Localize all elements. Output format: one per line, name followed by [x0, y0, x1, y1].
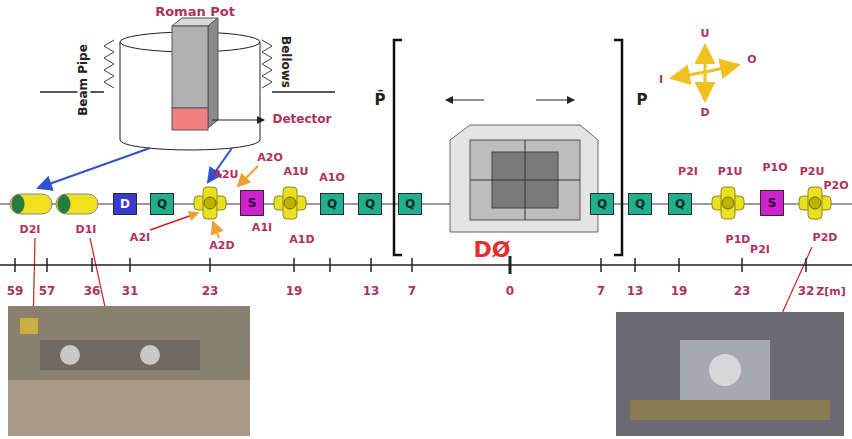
part-label: A2I: [130, 232, 150, 244]
magnet-box: Q: [590, 193, 614, 215]
axis-number: 57: [39, 285, 56, 298]
part-label: Bellows: [278, 36, 291, 88]
part-label: U: [701, 28, 710, 40]
magnet-letter: Q: [327, 197, 337, 211]
part-label: A2U: [213, 169, 238, 181]
magnet-letter: D: [120, 197, 130, 211]
part-label: A1I: [252, 222, 272, 234]
part-label: I: [659, 74, 663, 86]
axis-number: 23: [734, 285, 751, 298]
part-label: P2U: [800, 166, 825, 178]
axis-number: 7: [408, 285, 416, 298]
axis-number: 7: [597, 285, 605, 298]
part-label: A1O: [319, 172, 345, 184]
axis-number: 23: [202, 285, 219, 298]
part-label: O: [747, 54, 756, 66]
part-label: P1D: [726, 234, 751, 246]
axis-number: 31: [122, 285, 139, 298]
magnet-letter: S: [248, 196, 257, 210]
axis-number: 19: [671, 285, 688, 298]
magnet-letter: Q: [635, 197, 645, 211]
part-label: A1D: [289, 234, 314, 246]
part-label: Detector: [273, 113, 332, 126]
part-label: P1O: [762, 162, 787, 174]
part-label: D: [700, 107, 709, 119]
part-label: D2I: [20, 224, 41, 236]
axis-number: 59: [7, 285, 24, 298]
part-label: P2I: [750, 244, 770, 256]
magnet-box: Q: [628, 193, 652, 215]
part-label: P: [637, 92, 648, 109]
part-label: A2D: [209, 240, 234, 252]
magnet-box: Q: [668, 193, 692, 215]
part-label: P1U: [718, 166, 743, 178]
magnet-box: S: [760, 190, 784, 216]
axis-number: 0: [506, 285, 514, 298]
magnet-letter: Q: [157, 197, 167, 211]
magnet-box: Q: [358, 193, 382, 215]
axis-number: 13: [363, 285, 380, 298]
magnet-box: S: [240, 190, 264, 216]
part-label: P2O: [823, 180, 848, 192]
axis-number: Z[m]: [816, 286, 846, 298]
axis-number: 32: [798, 285, 815, 298]
part-label: P2D: [813, 232, 838, 244]
magnet-box: D: [113, 193, 137, 215]
part-label: P̄: [375, 92, 386, 109]
magnet-letter: Q: [597, 197, 607, 211]
magnet-letter: Q: [405, 197, 415, 211]
part-label: A2O: [257, 152, 283, 164]
axis-number: 19: [286, 285, 303, 298]
part-label: Roman Pot: [155, 5, 235, 19]
part-label: DØ: [474, 238, 511, 262]
part-label: D1I: [76, 224, 97, 236]
magnet-box: Q: [398, 193, 422, 215]
part-label: A1U: [283, 166, 308, 178]
part-label: P2I: [678, 166, 698, 178]
magnet-letter: Q: [365, 197, 375, 211]
magnet-letter: S: [768, 196, 777, 210]
magnet-letter: Q: [675, 197, 685, 211]
axis-number: 13: [627, 285, 644, 298]
axis-number: 36: [84, 285, 101, 298]
magnet-box: Q: [320, 193, 344, 215]
magnet-box: Q: [150, 193, 174, 215]
part-label: Beam Pipe: [77, 42, 90, 118]
